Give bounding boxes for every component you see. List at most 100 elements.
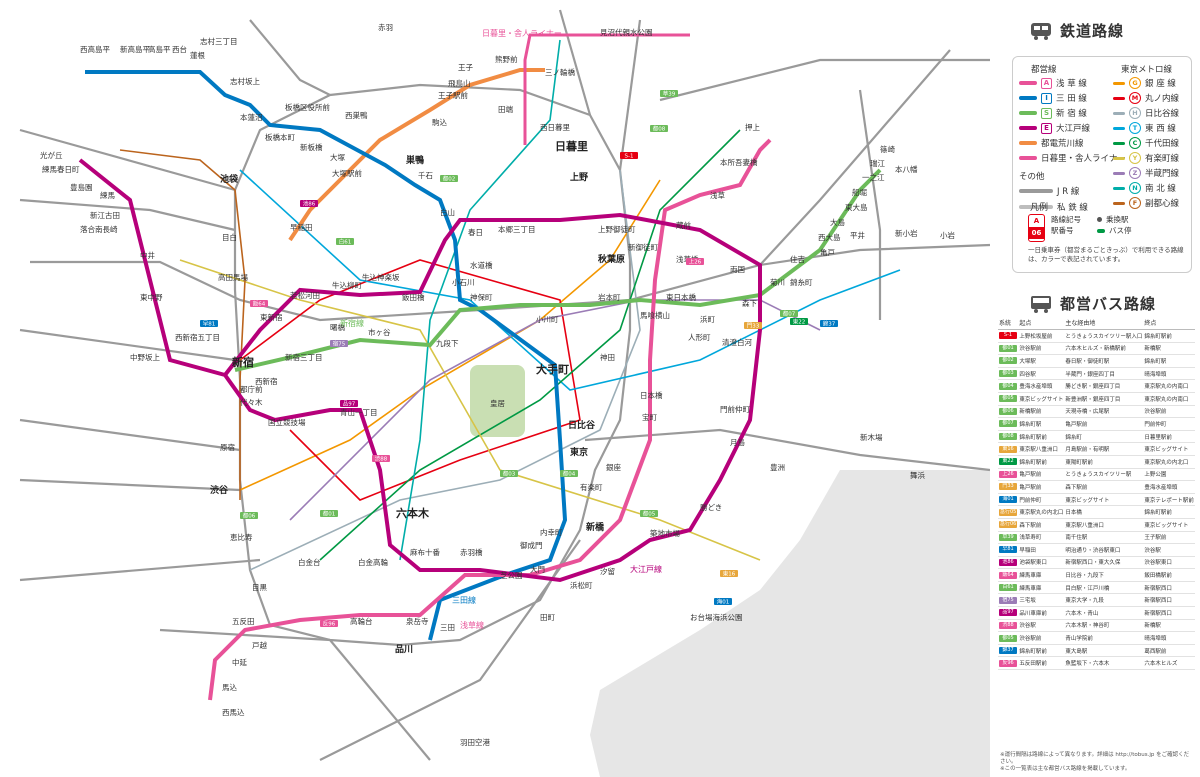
station-ichigaya[interactable]: 市ヶ谷 xyxy=(368,327,391,337)
station-mejiro[interactable]: 目白 xyxy=(222,232,237,242)
station-mizue[interactable]: 瑞江 xyxy=(870,158,885,168)
bus-tag[interactable]: 草39 xyxy=(660,90,678,98)
station-nerima[interactable]: 練馬 xyxy=(100,190,115,200)
station-hikarigaoka[interactable]: 光が丘 xyxy=(40,150,63,160)
station-ushigome-kagurazaka[interactable]: 牛込神楽坂 xyxy=(362,272,400,282)
station-shinagawa[interactable]: 品川 xyxy=(395,644,413,655)
station-motohasunuma[interactable]: 本蓮沼 xyxy=(240,112,263,122)
station-toyosu[interactable]: 豊洲 xyxy=(770,462,785,472)
station-roppongi[interactable]: 六本木 xyxy=(396,506,430,520)
station-nishi-shinjuku[interactable]: 西新宿 xyxy=(255,376,278,386)
station-harajuku[interactable]: 原宿 xyxy=(220,442,235,452)
station-tamachi[interactable]: 田町 xyxy=(540,613,555,622)
bus-tag[interactable]: 池86 xyxy=(300,200,318,208)
bus-tag[interactable]: 都02 xyxy=(440,175,458,183)
station-nishi-ojima[interactable]: 西大島 xyxy=(818,232,841,242)
station-wakamatsu-kawada[interactable]: 若松河田 xyxy=(290,290,320,300)
bus-tag[interactable]: 飯64 xyxy=(250,300,268,308)
station-waseda[interactable]: 早稲田 xyxy=(290,222,313,232)
station-kameido[interactable]: 亀戸 xyxy=(820,247,835,257)
station-ueno-okachimachi[interactable]: 上野御徒町 xyxy=(598,224,636,234)
bus-tag[interactable]: 東16 xyxy=(720,570,738,578)
station-otemachi[interactable]: 大手町 xyxy=(536,362,569,376)
station-koishikawa[interactable]: 小石川 xyxy=(452,278,475,287)
station-tochomae[interactable]: 都庁前 xyxy=(240,384,263,394)
station-azabu-juban[interactable]: 麻布十番 xyxy=(410,547,440,557)
station-hibiya[interactable]: 日比谷 xyxy=(568,419,596,431)
station-gotanda[interactable]: 五反田 xyxy=(232,616,255,626)
station-itabashi-honcho[interactable]: 板橋本町 xyxy=(265,132,295,142)
station-ebisu[interactable]: 恵比寿 xyxy=(230,532,253,542)
station-shimura-sakaue[interactable]: 志村坂上 xyxy=(230,76,260,86)
bus-tag[interactable]: 上26 xyxy=(686,258,704,266)
station-nihombashi[interactable]: 日本橋 xyxy=(640,390,663,400)
station-hamacho[interactable]: 浜町 xyxy=(700,314,715,324)
station-sumiyoshi[interactable]: 住吉 xyxy=(790,254,805,264)
station-ueno[interactable]: 上野 xyxy=(570,171,588,183)
station-akihabara[interactable]: 秋葉原 xyxy=(597,253,625,265)
station-oji-ekimae[interactable]: 王子駅前 xyxy=(438,90,468,100)
station-ochiai-minami-nagasaki[interactable]: 落合南長崎 xyxy=(80,224,118,234)
station-ningyocho[interactable]: 人形町 xyxy=(688,333,711,342)
station-ushigome-yanagicho[interactable]: 牛込柳町 xyxy=(332,280,362,290)
station-motoyawata[interactable]: 本八幡 xyxy=(895,164,918,174)
station-shin-takashimadaira[interactable]: 新高島平 xyxy=(120,44,150,54)
station-asukayama[interactable]: 飛鳥山 xyxy=(448,78,471,88)
station-iidabashi[interactable]: 飯田橋 xyxy=(402,292,425,302)
station-ichinoe[interactable]: 一之江 xyxy=(862,172,885,182)
station-takashimadaira[interactable]: 高島平 xyxy=(148,44,171,54)
bus-tag[interactable]: 都08 xyxy=(650,125,668,133)
station-funabori[interactable]: 船堀 xyxy=(852,187,867,197)
station-mita[interactable]: 三田 xyxy=(440,623,455,632)
bus-tag[interactable]: 東22 xyxy=(790,318,808,326)
station-nerima-kasugacho[interactable]: 練馬春日町 xyxy=(42,164,80,174)
station-shinjuku[interactable]: 新宿 xyxy=(232,355,254,369)
station-hamamatsucho[interactable]: 浜松町 xyxy=(570,580,593,590)
bus-tag[interactable]: 早81 xyxy=(200,320,218,328)
bus-tag[interactable]: 都01 xyxy=(320,510,338,518)
station-nippori[interactable]: 日暮里 xyxy=(555,139,588,153)
station-ginza[interactable]: 銀座 xyxy=(606,462,621,472)
station-shibuya[interactable]: 渋谷 xyxy=(210,484,229,496)
station-nishi-magome[interactable]: 西馬込 xyxy=(222,708,245,717)
station-tabata[interactable]: 田端 xyxy=(498,104,513,114)
station-shimura-sanchome[interactable]: 志村三丁目 xyxy=(200,36,238,46)
station-shinozaki[interactable]: 篠崎 xyxy=(880,144,895,154)
station-uchisaiwaicho[interactable]: 内幸町 xyxy=(540,527,563,537)
station-higashi-shinjuku[interactable]: 東新宿 xyxy=(260,312,283,322)
station-morishita[interactable]: 森下 xyxy=(742,298,757,308)
station-haneda[interactable]: 羽田空港 xyxy=(460,737,490,747)
station-nakanobu[interactable]: 中延 xyxy=(232,657,247,667)
station-kikukawa[interactable]: 菊川 xyxy=(770,277,785,287)
station-takaracho[interactable]: 宝町 xyxy=(642,412,657,422)
station-nakai[interactable]: 中井 xyxy=(140,250,155,260)
station-kokuritsu-kyogijo[interactable]: 国立競技場 xyxy=(268,417,306,427)
bus-tag[interactable]: 都03 xyxy=(500,470,518,478)
bus-tag[interactable]: 都04 xyxy=(560,470,578,478)
station-sugamo[interactable]: 巣鴨 xyxy=(405,154,424,166)
station-meguro[interactable]: 目黒 xyxy=(252,583,267,592)
station-ogawamachi[interactable]: 小川町 xyxy=(536,315,559,324)
station-higashi-ojima[interactable]: 東大島 xyxy=(845,202,868,212)
bus-tag[interactable]: 都07 xyxy=(780,310,798,318)
station-oshiage[interactable]: 押上 xyxy=(745,122,760,132)
station-takanawadai[interactable]: 高輪台 xyxy=(350,616,373,626)
station-tokyo[interactable]: 東京 xyxy=(570,446,588,458)
station-hongo-sanchome[interactable]: 本郷三丁目 xyxy=(498,224,536,234)
station-honjo-azumabashi[interactable]: 本所吾妻橋 xyxy=(720,157,758,167)
station-ryogoku[interactable]: 両国 xyxy=(730,265,745,274)
station-nishisugamo[interactable]: 西巣鴨 xyxy=(345,110,368,120)
station-kinshicho[interactable]: 錦糸町 xyxy=(790,277,813,287)
station-tsukishima[interactable]: 月島 xyxy=(730,437,745,447)
station-shin-egota[interactable]: 新江古田 xyxy=(90,210,120,220)
station-togoshi[interactable]: 戸越 xyxy=(252,640,267,650)
station-minumadai[interactable]: 見沼代親水公園 xyxy=(600,27,653,37)
station-kanda[interactable]: 神田 xyxy=(600,352,615,362)
bus-tag[interactable]: 品97 xyxy=(340,400,358,408)
station-daimon[interactable]: 大門 xyxy=(530,564,545,574)
station-bakuro-yokoyama[interactable]: 馬喰横山 xyxy=(640,310,670,320)
station-nishitakashimadaira[interactable]: 西高島平 xyxy=(80,44,110,54)
station-kuramae[interactable]: 蔵前 xyxy=(676,220,691,230)
station-odaiba[interactable]: お台場海浜公園 xyxy=(690,612,743,622)
bus-tag[interactable]: 門33 xyxy=(744,322,762,330)
